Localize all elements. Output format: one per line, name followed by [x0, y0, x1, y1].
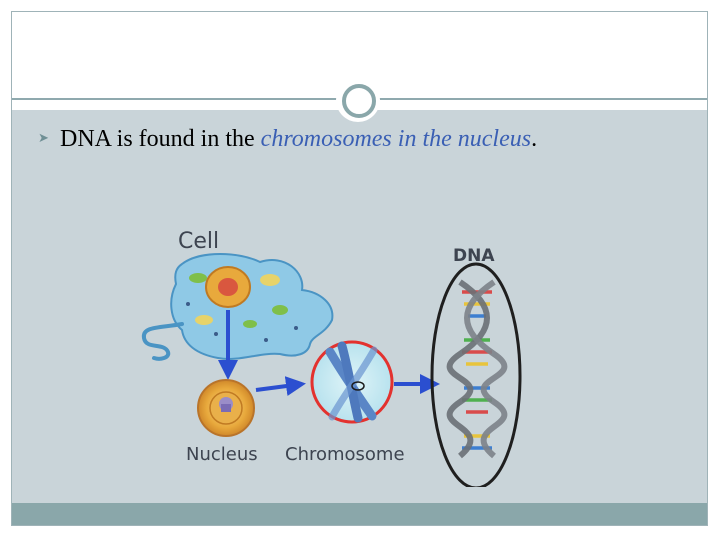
nucleus-to-chromosome-arrow: [255, 376, 306, 396]
footer-band: [12, 503, 707, 525]
chromosome-label: Chromosome: [285, 444, 405, 465]
cell-to-dna-figure: Cell DNA Nucleus Chromosome: [141, 229, 522, 487]
dna-label: DNA: [453, 246, 495, 266]
bullet-glyph-icon: ➤: [38, 131, 49, 146]
dna-illustration: [430, 262, 522, 487]
bullet-end-text: .: [531, 126, 538, 152]
content-band: [12, 110, 707, 503]
divider-ring-icon: [342, 84, 376, 118]
cell-label: Cell: [178, 229, 219, 254]
bullet-plain-text: DNA is found in the: [60, 126, 261, 152]
nucleus-illustration: [197, 379, 255, 437]
chromosome-illustration: [310, 340, 394, 424]
cell-illustration: [141, 253, 334, 361]
nucleus-label: Nucleus: [186, 444, 258, 465]
bullet-highlight-text: chromosomes in the nucleus: [260, 126, 532, 152]
bullet-text: ➤ DNA is found in the chromosomes in the …: [38, 126, 537, 153]
